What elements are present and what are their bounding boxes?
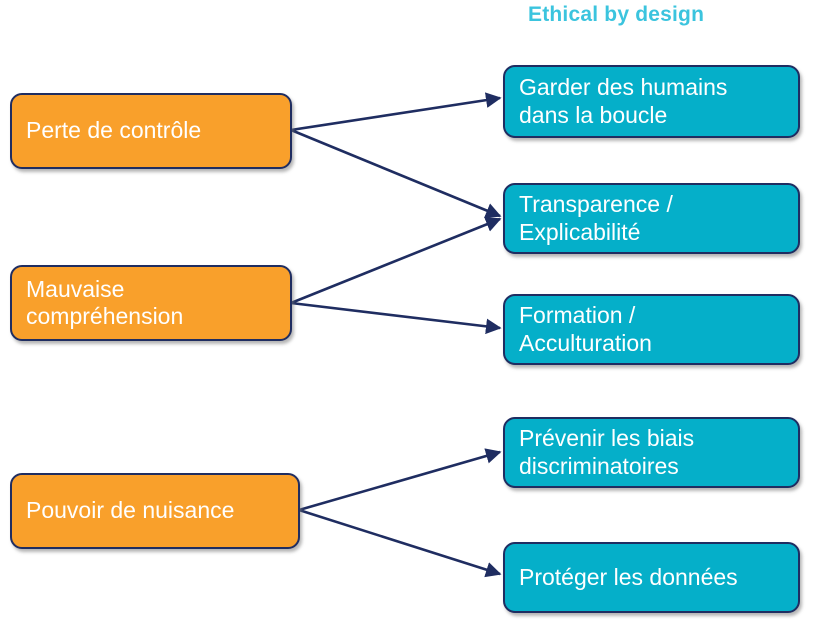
connector-pouvoir-to-proteger bbox=[298, 508, 502, 578]
risk-box-mauvaise-comprehension[interactable]: Mauvaise compréhension bbox=[10, 265, 292, 341]
principle-box-garder-des-humains[interactable]: Garder des humains dans la boucle bbox=[503, 65, 800, 138]
risk-box-perte-de-controle[interactable]: Perte de contrôle bbox=[10, 93, 292, 169]
principle-box-formation-acculturation[interactable]: Formation / Acculturation bbox=[503, 294, 800, 365]
risk-box-pouvoir-de-nuisance[interactable]: Pouvoir de nuisance bbox=[10, 473, 300, 549]
diagram-title: Ethical by design bbox=[528, 3, 705, 26]
connector-perte-to-garder bbox=[290, 92, 502, 132]
principle-box-prevenir-les-biais[interactable]: Prévenir les biais discriminatoires bbox=[503, 417, 800, 488]
connector-perte-to-transparence bbox=[290, 128, 502, 218]
principle-box-proteger-les-donnees[interactable]: Protéger les données bbox=[503, 542, 800, 613]
connector-mauvaise-to-transparence bbox=[290, 216, 502, 305]
principle-box-transparence-explicabilite[interactable]: Transparence / Explicabilité bbox=[503, 183, 800, 254]
connector-pouvoir-to-prevenir bbox=[298, 448, 502, 512]
connector-mauvaise-to-formation bbox=[290, 301, 502, 335]
